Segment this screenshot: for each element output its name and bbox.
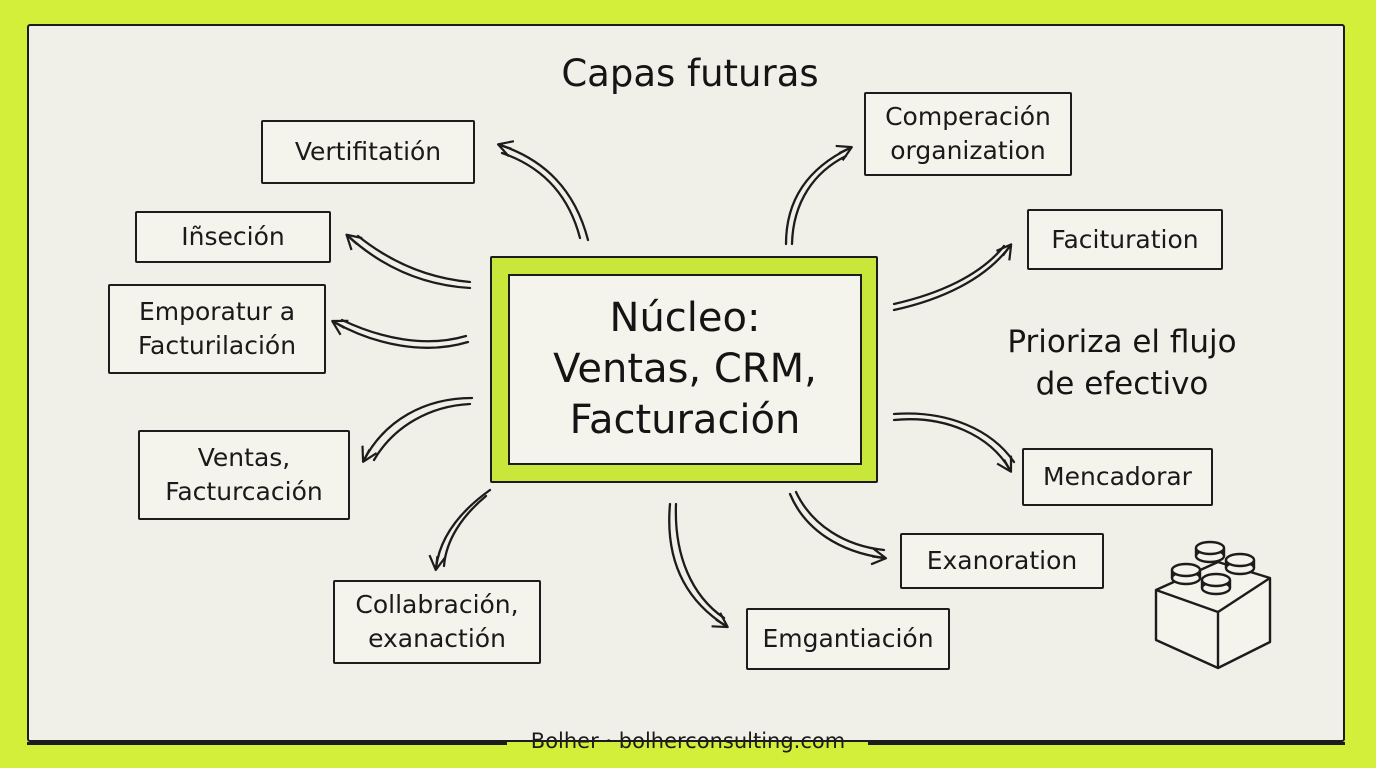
- layer-box-label: Facituration: [1051, 224, 1199, 254]
- layer-box-label: Ventas,: [197, 443, 291, 473]
- layer-box-label: Exanoration: [926, 546, 1078, 576]
- core-label-line: Núcleo:: [609, 294, 761, 341]
- layer-box-label: Iñseción: [181, 222, 285, 252]
- priority-note-line: Prioriza el flujo: [1007, 324, 1237, 360]
- layer-box-exanoration: Exanoration: [900, 533, 1104, 589]
- layer-box-label: Emporatur a: [138, 297, 296, 327]
- layer-box-vertifitation: Vertifitatión: [261, 120, 475, 184]
- core-box-inner: Núcleo: Ventas, CRM, Facturación: [508, 274, 862, 465]
- footer-rule-right: [868, 742, 1345, 745]
- layer-box-label: organization: [890, 136, 1046, 165]
- layer-box-label: Comperación: [885, 102, 1051, 132]
- footer-credit: Bolher · bolherconsulting.com: [530, 729, 846, 753]
- layer-box-emgantiacion: Emgantiación: [746, 608, 950, 670]
- layer-box-label: Mencadorar: [1043, 462, 1192, 492]
- layer-box-facituration: Facituration: [1027, 209, 1223, 270]
- layer-box-label: Facturcación: [165, 477, 323, 506]
- layer-box-label: Facturilación: [137, 331, 297, 360]
- layer-box-label: Emgantiación: [762, 624, 934, 654]
- layer-box-mencadorar: Mencadorar: [1022, 448, 1213, 506]
- layer-box-label: Vertifitatión: [294, 137, 442, 167]
- layer-box-emporatur: Emporatur a Facturilación: [108, 284, 326, 374]
- layer-box-comperacion: Comperación organization: [864, 92, 1072, 176]
- footer-rule-left: [27, 742, 507, 745]
- diagram-title: Capas futuras: [561, 52, 819, 95]
- core-box: Núcleo: Ventas, CRM, Facturación: [490, 256, 878, 483]
- layer-box-insecion: Iñseción: [135, 211, 331, 263]
- layer-box-label: exanactión: [368, 624, 506, 653]
- layer-box-label: Collabración,: [355, 590, 519, 620]
- layer-box-collabracion: Collabración, exanactión: [333, 580, 541, 664]
- core-label-line: Ventas, CRM,: [553, 345, 817, 392]
- priority-note-line: de efectivo: [1035, 365, 1209, 402]
- priority-note: Prioriza el flujo de efectivo: [990, 322, 1254, 406]
- core-label-line: Facturación: [569, 397, 801, 444]
- layer-box-ventas-facturcacion: Ventas, Facturcación: [138, 430, 350, 520]
